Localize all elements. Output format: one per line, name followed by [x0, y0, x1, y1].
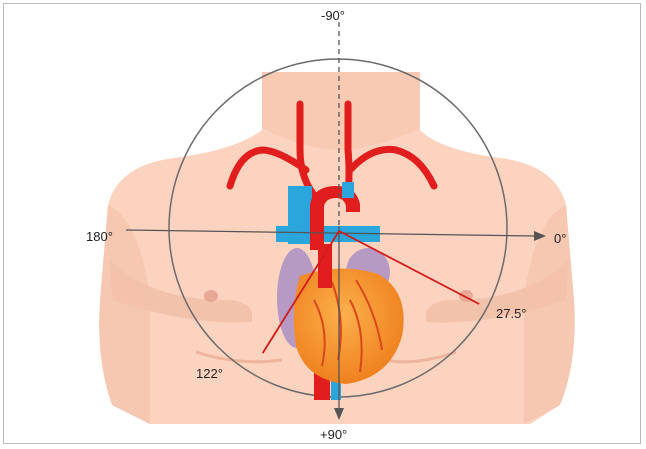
label-180: 180°	[86, 229, 113, 244]
left-nipple	[204, 290, 218, 302]
label-122: 122°	[196, 366, 223, 381]
pulmonary-trunk	[318, 244, 332, 288]
vein-cap	[342, 182, 354, 198]
label-plus-90: +90°	[320, 427, 347, 442]
label-0: 0°	[554, 231, 566, 246]
label-27-5: 27.5°	[496, 306, 527, 321]
label-minus-90: -90°	[321, 8, 345, 23]
